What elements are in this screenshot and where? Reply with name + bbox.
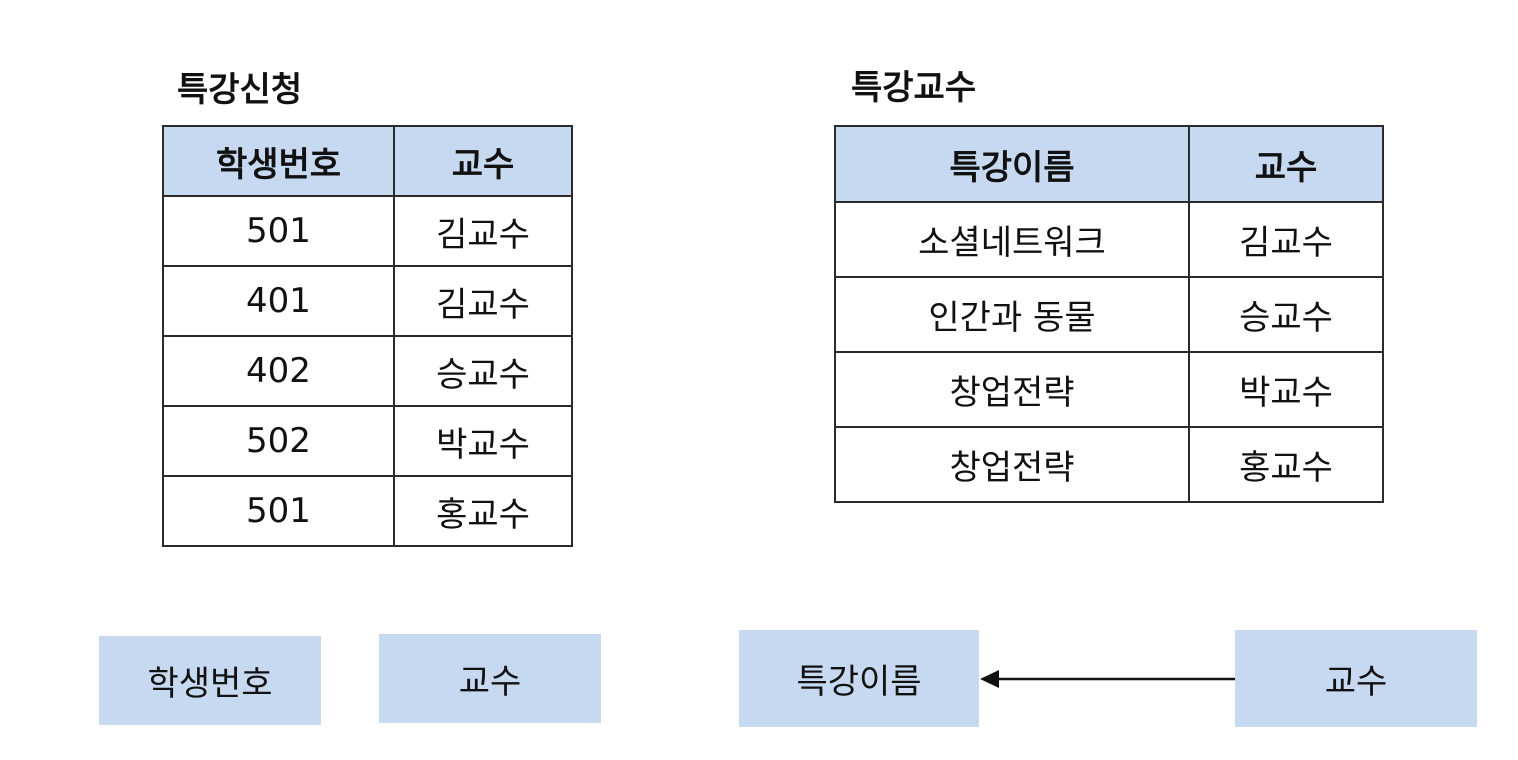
- column-header-lecture-name: 특강이름: [834, 125, 1190, 203]
- cell-professor: 박교수: [393, 405, 573, 477]
- table-row: 창업전략 홍교수: [834, 426, 1384, 503]
- cell-professor: 승교수: [393, 335, 573, 407]
- cell-student-number: 501: [162, 475, 395, 547]
- cell-student-number: 502: [162, 405, 395, 477]
- cell-lecture-name: 창업전략: [834, 426, 1190, 503]
- table-row: 502 박교수: [162, 405, 573, 477]
- dependency-arrow-head: [980, 670, 999, 688]
- table-header-row: 특강이름 교수: [834, 125, 1384, 203]
- attribute-box-student-number: 학생번호: [99, 636, 321, 725]
- table-row: 501 홍교수: [162, 475, 573, 547]
- cell-student-number: 401: [162, 265, 395, 337]
- cell-lecture-name: 창업전략: [834, 351, 1190, 428]
- cell-professor: 홍교수: [393, 475, 573, 547]
- attribute-label: 특강이름: [796, 662, 922, 702]
- left-relation-table: 학생번호 교수 501 김교수 401 김교수 402 승교수 502 박교수 …: [162, 125, 573, 547]
- attribute-box-professor-source: 교수: [1235, 630, 1477, 727]
- table-row: 402 승교수: [162, 335, 573, 407]
- column-header-professor: 교수: [393, 125, 573, 197]
- column-header-professor: 교수: [1188, 125, 1384, 203]
- attribute-box-lecture-name: 특강이름: [739, 630, 979, 727]
- attribute-label: 교수: [1324, 662, 1388, 702]
- attribute-box-professor: 교수: [379, 634, 601, 723]
- table-row: 401 김교수: [162, 265, 573, 337]
- attribute-label: 교수: [458, 662, 522, 702]
- left-relation-title: 특강신청: [177, 70, 303, 110]
- table-header-row: 학생번호 교수: [162, 125, 573, 197]
- cell-professor: 박교수: [1188, 351, 1384, 428]
- cell-student-number: 501: [162, 195, 395, 267]
- dependency-arrow: [980, 670, 1235, 688]
- table-row: 창업전략 박교수: [834, 351, 1384, 428]
- cell-student-number: 402: [162, 335, 395, 407]
- table-row: 소셜네트워크 김교수: [834, 201, 1384, 278]
- cell-professor: 김교수: [1188, 201, 1384, 278]
- cell-professor: 김교수: [393, 195, 573, 267]
- right-relation-title: 특강교수: [851, 68, 977, 108]
- attribute-label: 학생번호: [147, 664, 273, 704]
- cell-lecture-name: 인간과 동물: [834, 276, 1190, 353]
- column-header-student-number: 학생번호: [162, 125, 395, 197]
- cell-professor: 승교수: [1188, 276, 1384, 353]
- table-row: 인간과 동물 승교수: [834, 276, 1384, 353]
- right-relation-table: 특강이름 교수 소셜네트워크 김교수 인간과 동물 승교수 창업전략 박교수 창…: [834, 125, 1384, 503]
- cell-professor: 홍교수: [1188, 426, 1384, 503]
- cell-professor: 김교수: [393, 265, 573, 337]
- table-row: 501 김교수: [162, 195, 573, 267]
- cell-lecture-name: 소셜네트워크: [834, 201, 1190, 278]
